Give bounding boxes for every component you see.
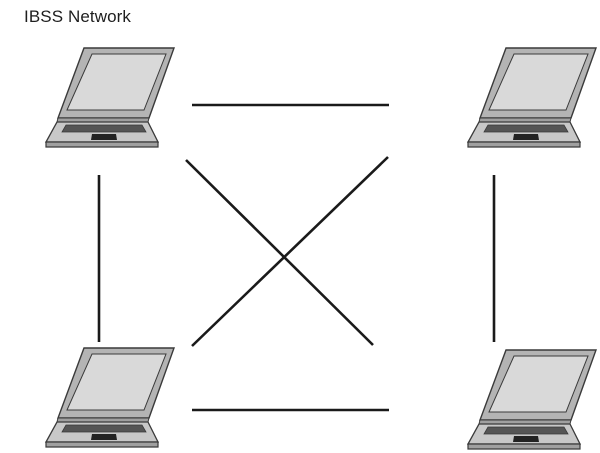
- diagram-title: IBSS Network: [24, 7, 132, 26]
- network-nodes: [45, 47, 597, 450]
- laptop-icon: [467, 47, 597, 148]
- laptop-bottom-right: [467, 349, 597, 450]
- laptop-top-left: [45, 47, 175, 148]
- laptop-icon: [467, 349, 597, 450]
- link-top-right-to-bottom-left: [191, 156, 389, 347]
- laptop-icon: [45, 47, 175, 148]
- laptop-top-right: [467, 47, 597, 148]
- laptop-icon: [45, 347, 175, 448]
- link-top-left-to-bottom-right: [185, 159, 374, 346]
- laptop-bottom-left: [45, 347, 175, 448]
- network-links: [97, 103, 496, 412]
